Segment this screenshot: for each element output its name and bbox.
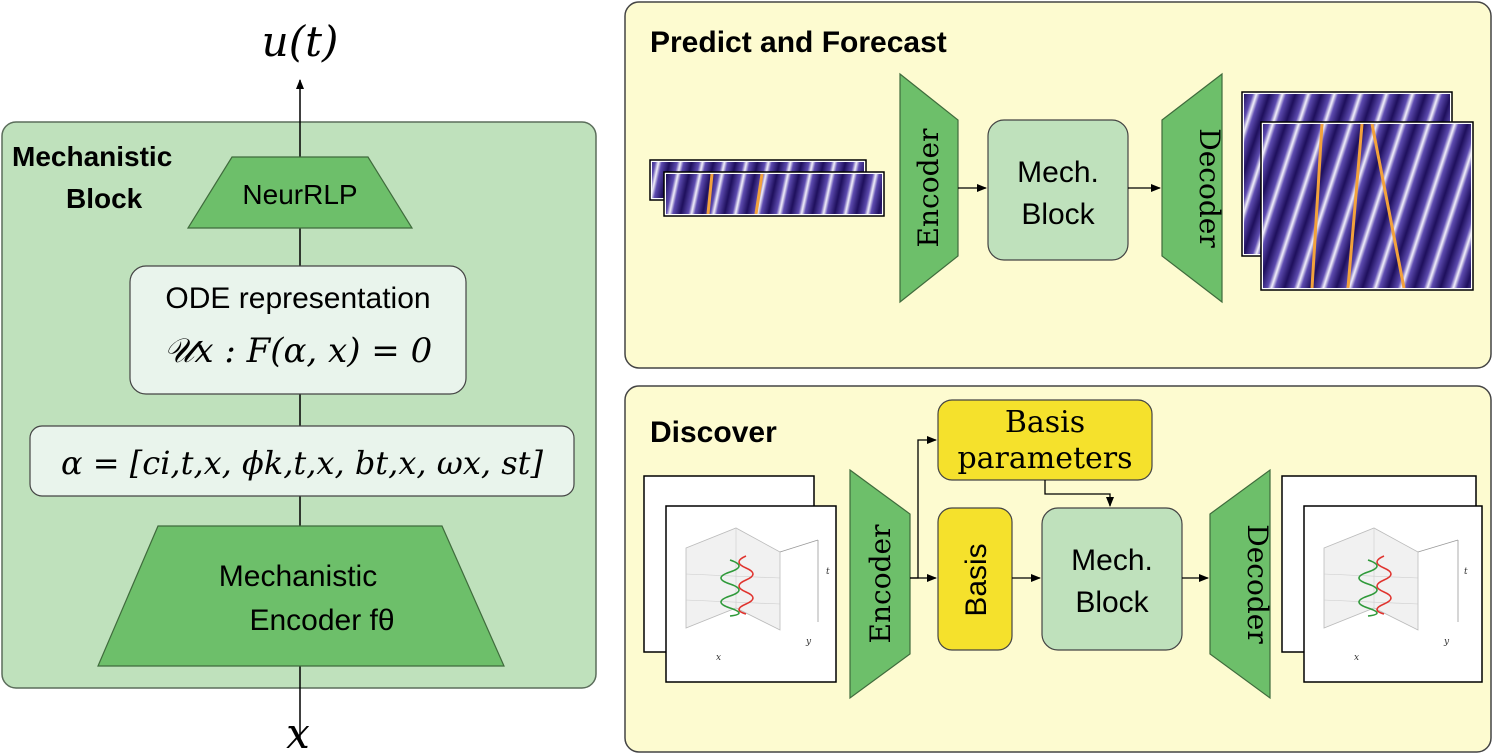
basis-params-line1: Basis <box>1005 405 1085 440</box>
predict-mech-line2: Block <box>1021 198 1095 231</box>
output-plot-x-label: x <box>1354 653 1359 663</box>
basis-label: Basis <box>960 543 993 616</box>
alpha-parameters-box <box>29 425 575 497</box>
neurrlp-label: NeurRLP <box>242 179 357 210</box>
mechanistic-block-title-line1: Mechanistic <box>12 141 172 172</box>
ode-title: ODE representation <box>165 282 430 315</box>
input-wave-images <box>649 159 885 217</box>
mechanistic-block: Mechanistic Block u(t) x NeurRLP ODE rep… <box>1 17 597 756</box>
predict-forecast-panel: Predict and Forecast Encoder Mech. Block… <box>624 1 1492 369</box>
input-label: x <box>286 709 310 756</box>
input-plot-t-label: t <box>826 567 830 577</box>
discover-mech-line1: Mech. <box>1071 544 1153 577</box>
input-3d-plot: x y t <box>685 527 830 663</box>
input-plot-x-label: x <box>716 653 721 663</box>
mechanistic-block-title-line2: Block <box>66 183 143 214</box>
discover-decoder-label: Decoder <box>1241 524 1274 644</box>
discover-encoder-label: Encoder <box>864 524 897 644</box>
discover-panel-title: Discover <box>650 416 777 449</box>
output-3d-plot: x y t <box>1323 527 1468 663</box>
predict-mech-block <box>987 119 1129 261</box>
predict-encoder-label: Encoder <box>912 128 945 248</box>
basis-params-line2: parameters <box>957 441 1132 476</box>
alpha-equation: α = [ci,t,x, ϕk,t,x, bt,x, ωx, st] <box>61 444 543 482</box>
output-plot-t-label: t <box>1464 567 1468 577</box>
basis-params-to-mech-arrow <box>1044 480 1114 507</box>
discover-panel: Discover x y t Encoder <box>624 385 1492 753</box>
output-label: u(t) <box>262 17 339 66</box>
predict-decoder-label: Decoder <box>1193 128 1226 248</box>
predict-decoder-block <box>1161 72 1223 304</box>
discover-input-plots: x y t <box>643 475 837 683</box>
mechanistic-encoder-block <box>97 525 505 667</box>
predict-mech-line1: Mech. <box>1017 156 1099 189</box>
predict-panel-title: Predict and Forecast <box>650 26 947 59</box>
output-wave-images <box>1241 91 1474 291</box>
discover-mech-line2: Block <box>1075 586 1149 619</box>
predict-encoder-block <box>899 72 959 304</box>
output-plot-y-label: y <box>1443 637 1450 647</box>
basis-box <box>937 507 1013 651</box>
discover-decoder-block <box>1209 468 1271 700</box>
mechanistic-encoder-line2: Encoder fθ <box>249 604 394 637</box>
discover-mech-block <box>1041 507 1183 651</box>
mechanistic-encoder-line1: Mechanistic <box>219 560 377 593</box>
ode-representation-box <box>129 265 467 395</box>
input-plot-y-label: y <box>805 637 812 647</box>
discover-output-plots: x y t <box>1281 475 1483 683</box>
neurrlp-block <box>186 156 414 229</box>
ode-equation: 𝒰x : F(α, x) = 0 <box>164 331 432 371</box>
discover-encoder-block <box>849 468 911 700</box>
